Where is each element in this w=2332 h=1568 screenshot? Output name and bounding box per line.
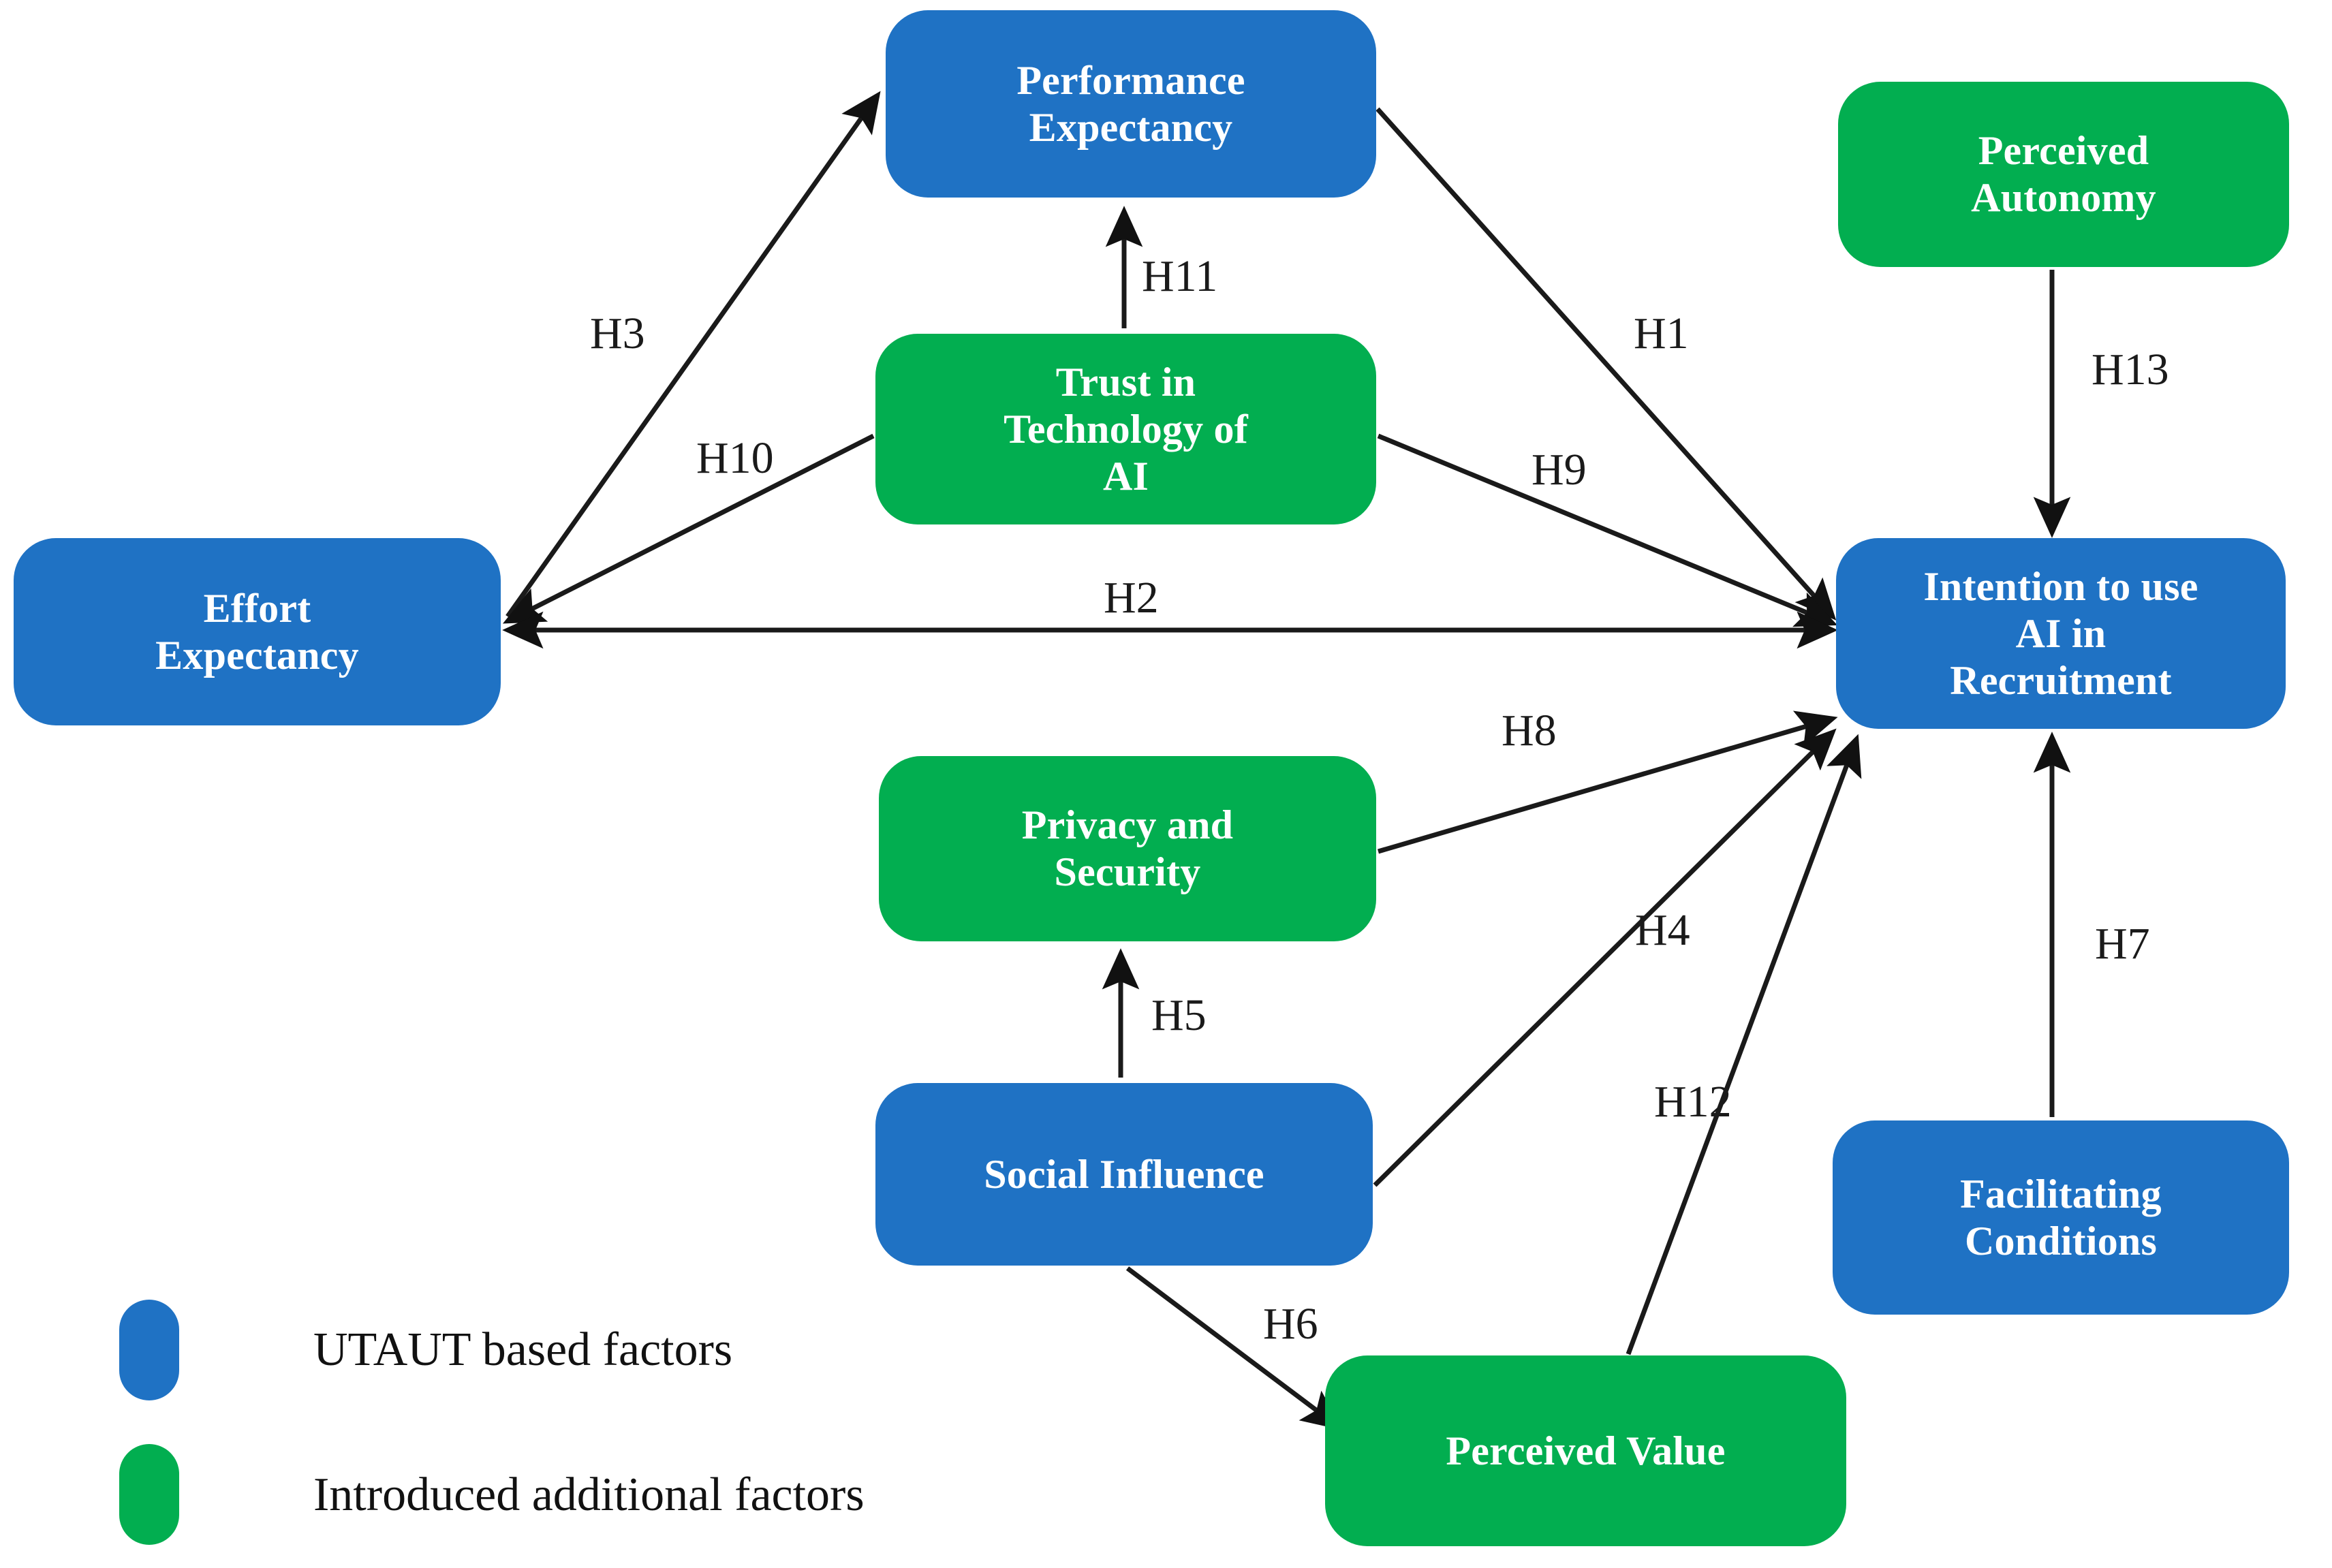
legend-label-additional: Introduced additional factors xyxy=(313,1469,865,1521)
node-facilitating-conditions[interactable]: Facilitating Conditions xyxy=(1833,1120,2289,1315)
node-label-line2: Security xyxy=(1054,849,1201,894)
edge-label-H9: H9 xyxy=(1532,445,1587,495)
node-label-line2: Expectancy xyxy=(155,632,359,678)
node-label-line1: Effort xyxy=(203,585,311,631)
node-label-line2: AI in xyxy=(2015,610,2106,656)
edge-H8 xyxy=(1378,710,1838,854)
node-privacy-and-security[interactable]: Privacy and Security xyxy=(879,756,1376,941)
edge-label-H6: H6 xyxy=(1263,1299,1318,1349)
edge-label-H12: H12 xyxy=(1654,1077,1732,1127)
node-intention-to-use-ai-in-recruitment[interactable]: Intention to use AI in Recruitment xyxy=(1836,538,2286,729)
edge-H3 xyxy=(506,91,881,618)
node-performance-expectancy[interactable]: Performance Expectancy xyxy=(886,10,1376,198)
node-label-line1: Social Influence xyxy=(984,1151,1264,1197)
node-perceived-autonomy[interactable]: Perceived Autonomy xyxy=(1838,82,2289,267)
node-label-line1: Intention to use xyxy=(1923,563,2198,609)
edge-label-H1: H1 xyxy=(1634,309,1689,358)
legend-swatch-additional xyxy=(119,1444,179,1545)
node-label-line1: Performance xyxy=(1016,57,1245,103)
node-label-line1: Trust in xyxy=(1055,359,1196,405)
node-label-line2: Autonomy xyxy=(1971,175,2156,220)
node-perceived-value[interactable]: Perceived Value xyxy=(1325,1355,1846,1546)
node-label-line2: Expectancy xyxy=(1029,104,1233,150)
node-label-line2: Technology of xyxy=(1004,406,1248,452)
edge-label-H8: H8 xyxy=(1502,706,1557,755)
legend-label-utaut: UTAUT based factors xyxy=(313,1323,733,1376)
node-label-line3: AI xyxy=(1102,453,1149,499)
edge-label-H3: H3 xyxy=(590,309,645,358)
node-trust-in-technology-of-ai[interactable]: Trust in Technology of AI xyxy=(875,334,1376,524)
edge-H1 xyxy=(1375,107,1837,621)
edge-H9 xyxy=(1377,433,1838,627)
node-effort-expectancy[interactable]: Effort Expectancy xyxy=(14,538,501,725)
edge-label-H13: H13 xyxy=(2092,345,2169,394)
node-label-line2: Conditions xyxy=(1964,1218,2158,1264)
edge-H10 xyxy=(502,433,875,624)
node-label-line1: Perceived Value xyxy=(1446,1428,1726,1473)
edge-label-H7: H7 xyxy=(2095,919,2150,969)
node-label-line1: Perceived xyxy=(1978,128,2149,173)
edge-label-H4: H4 xyxy=(1635,905,1690,955)
node-label-line1: Facilitating xyxy=(1960,1171,2162,1217)
edge-H12 xyxy=(1626,734,1862,1355)
edge-label-H2: H2 xyxy=(1104,573,1159,623)
node-label-line3: Recruitment xyxy=(1950,657,2172,703)
edge-label-H5: H5 xyxy=(1151,990,1207,1040)
edge-label-H11: H11 xyxy=(1142,251,1218,301)
legend-swatch-utaut xyxy=(119,1300,179,1400)
node-social-influence[interactable]: Social Influence xyxy=(875,1083,1373,1266)
edge-H4 xyxy=(1373,728,1837,1187)
edge-label-H10: H10 xyxy=(696,433,774,483)
node-label-line1: Privacy and xyxy=(1021,802,1234,847)
